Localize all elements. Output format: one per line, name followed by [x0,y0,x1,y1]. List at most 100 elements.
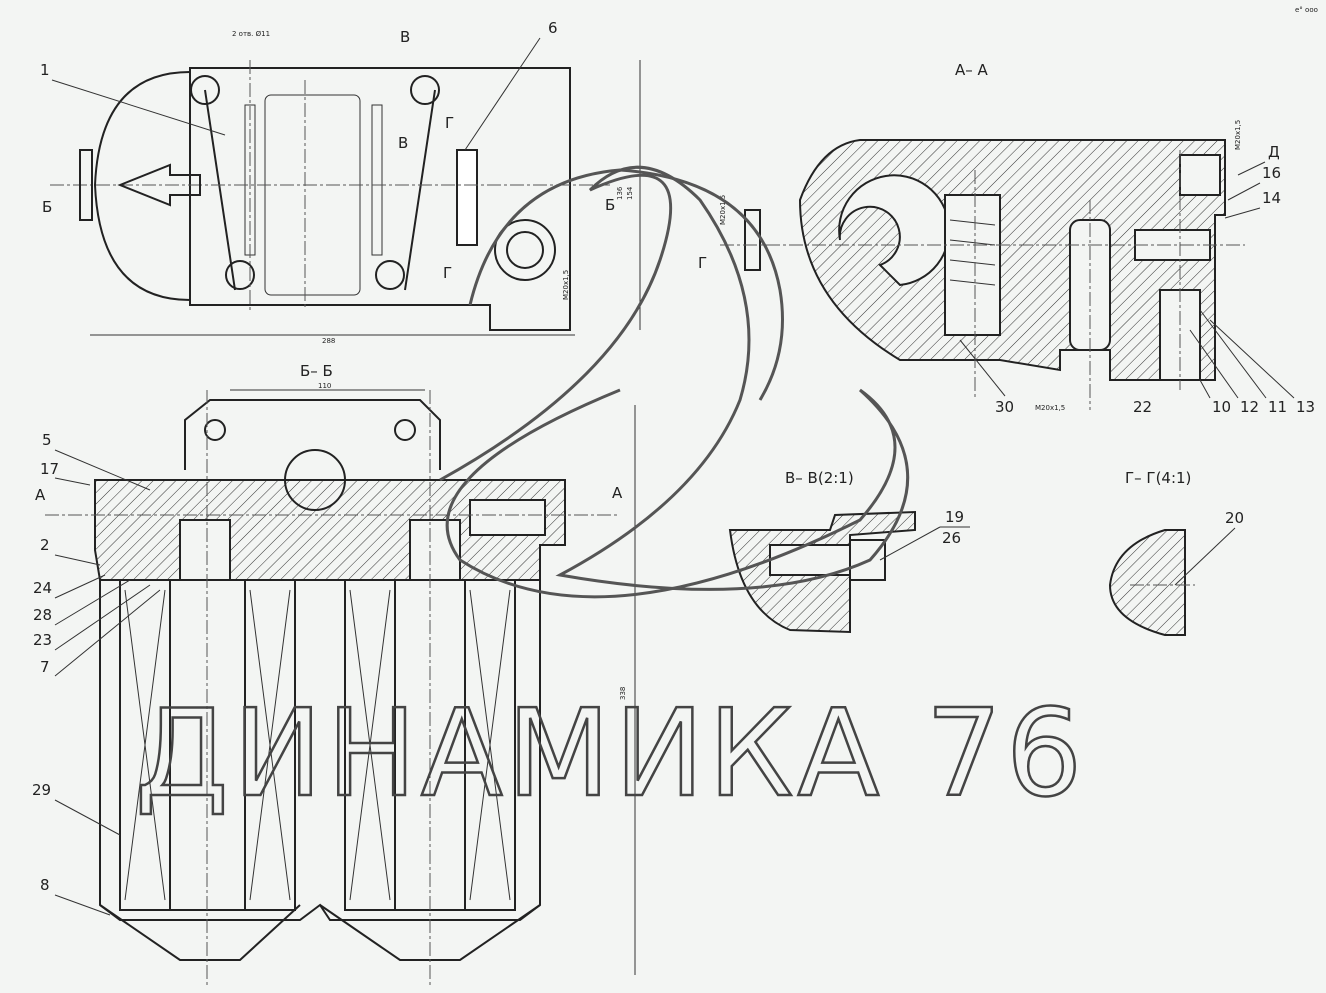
drawing-stroke [394,419,416,441]
drawing-stroke [769,544,851,576]
drawing-stroke [50,60,610,310]
housing-outline [189,67,571,331]
watermark: ДИНАМИКА 76 [134,165,1086,825]
section-bb: Б– Б 110 338 5 17 2 24 28 23 7 29 8 А А [32,362,636,985]
drawing-stroke [204,419,226,441]
drawing-stroke [494,219,556,281]
drawing-stroke [439,165,910,599]
nameplate [456,149,478,246]
drawing-stroke [1189,309,1295,399]
drawing-label: Б [605,196,615,214]
drawing-stroke [230,389,636,975]
callout-30: 30 [995,398,1014,416]
drawing-stroke [506,231,544,269]
drawing-stroke [1108,529,1186,636]
top-view: 2 отв. Ø11 1 6 Б Б В В Г Г 288 136 154 M… [40,19,641,345]
drawing-stroke [949,219,996,286]
dim-154: 154 [626,186,634,200]
drawing-label: А [612,484,623,502]
drawing-label: M20x1,5 [719,195,727,225]
drawing-label: M20x1,5 [562,270,570,300]
callout-16: 16 [1262,164,1281,182]
aa-callouts: 30 22 10 12 11 13 16 14 Д [959,143,1315,416]
callout-7: 7 [40,658,50,676]
drawing-label: Б [42,198,52,216]
section-aa: А– А Г 30 22 10 12 11 13 16 14 Д M20x1,5… [698,61,1315,416]
section-vv: В– В(2:1) 19 26 [728,469,970,634]
callout-29: 29 [32,781,51,799]
drawing-stroke [469,499,546,536]
callout-17: 17 [40,460,59,478]
drawing-stroke [371,104,383,256]
callout-6: 6 [548,19,558,37]
drawing-stroke [51,79,226,136]
callout-26: 26 [942,529,961,547]
drawing-stroke [54,449,161,916]
drawing-stroke [838,174,951,287]
callout-2: 2 [40,536,50,554]
callout-8: 8 [40,876,50,894]
dim-288: 288 [322,337,335,345]
drawing-stroke [79,149,93,221]
drawing-stroke [1179,154,1221,196]
drawing-label: Г [698,254,707,272]
drawing-stroke [124,589,511,901]
section-bb-title: Б– Б [300,362,333,380]
callout-23: 23 [33,631,52,649]
section-vv-title: В– В(2:1) [785,469,854,487]
callout-11: 11 [1268,398,1287,416]
hole-note: 2 отв. Ø11 [232,30,270,38]
drawing-stroke [90,60,641,336]
handle-arc [93,71,191,301]
dim-338: 338 [619,687,627,700]
drawing-stroke [184,399,441,470]
drawing-stroke [284,449,346,511]
drawing-stroke [190,75,220,105]
drawing-stroke [410,75,440,105]
drawing-stroke [464,37,541,151]
drawing-label: Г [445,114,454,132]
callout-10: 10 [1212,398,1231,416]
callout-13: 13 [1296,398,1315,416]
drawing-stroke [879,526,970,561]
drawing-stroke [959,339,1006,397]
drawing-stroke [99,904,541,961]
dim-110: 110 [318,382,331,390]
drawing-stroke [264,94,361,296]
drawing-label: В [400,28,410,46]
callout-12: 12 [1240,398,1259,416]
drawing-label: Г [443,264,452,282]
callout-28: 28 [33,606,52,624]
callout-14: 14 [1262,189,1281,207]
callout-20: 20 [1225,509,1244,527]
callout-d: Д [1268,143,1280,161]
section-gg-title: Г– Г(4:1) [1125,469,1191,487]
drawing-stroke [720,150,1245,410]
callout-24: 24 [33,579,52,597]
drawing-stroke [179,519,231,581]
drawing-stroke [468,168,784,401]
flow-arrow [117,163,201,207]
watermark-text: ДИНАМИКА 76 [135,685,1086,824]
drawing-label: M20x1,5 [1035,404,1065,412]
drawing-stroke [204,89,436,291]
drawing-stroke [1069,219,1111,351]
callout-22: 22 [1133,398,1152,416]
corner-mark: e° ooo [1295,6,1318,14]
drawing-stroke [225,260,255,290]
callout-1: 1 [40,61,50,79]
drawing-label: В [398,134,408,152]
section-aa-title: А– А [955,61,989,79]
drawing-stroke [1174,527,1236,586]
bolt-hex [190,75,440,290]
callout-5: 5 [42,431,52,449]
drawing-stroke [1224,161,1266,219]
drawing-label: M20x1,5 [1234,120,1242,150]
callout-19: 19 [945,508,964,526]
section-gg: Г– Г(4:1) 20 [1108,469,1244,636]
drawing-label: А [35,486,46,504]
drawing-stroke [375,260,405,290]
drawing-stroke [45,390,620,985]
